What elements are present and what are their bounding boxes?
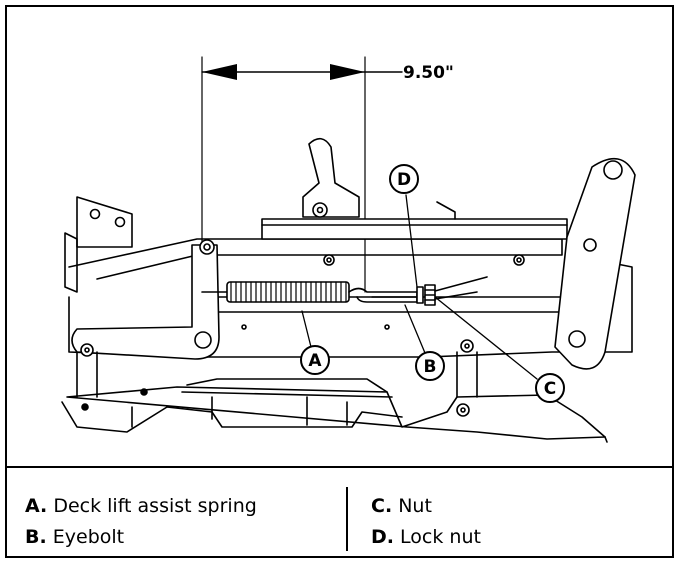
legend-key: D. xyxy=(371,526,394,548)
dimension-marker: 9.50" xyxy=(201,56,454,293)
lift-assist-spring xyxy=(201,276,488,306)
left-bracket xyxy=(64,196,133,293)
legend-item-a: A. Deck lift assist spring xyxy=(25,495,257,517)
callout-a-label: A xyxy=(308,351,322,371)
dimension-label: 9.50" xyxy=(403,63,454,83)
callout-b-label: B xyxy=(424,357,437,377)
mechanism-illustration: 9.50" xyxy=(7,7,672,466)
callout-b: B xyxy=(404,304,445,381)
legend-item-c: C. Nut xyxy=(371,495,432,517)
left-link-arm xyxy=(71,239,220,360)
legend-item-d: D. Lock nut xyxy=(371,526,481,548)
right-pivot-arm xyxy=(554,157,636,370)
callout-d: D xyxy=(389,164,419,288)
legend-text: Eyebolt xyxy=(52,526,125,548)
legend-item-b: B. Eyebolt xyxy=(25,526,124,548)
figure-frame: 9.50" xyxy=(5,5,674,558)
legend-key: B. xyxy=(25,526,47,548)
legend-text: Lock nut xyxy=(400,526,481,548)
callout-a: A xyxy=(300,310,330,375)
legend-divider xyxy=(7,466,672,468)
legend-column-divider xyxy=(346,487,348,551)
callout-c-label: C xyxy=(544,379,556,399)
legend-text: Nut xyxy=(398,495,432,517)
mower-deck xyxy=(61,339,608,443)
legend-text: Deck lift assist spring xyxy=(53,495,257,517)
lift-handle xyxy=(302,137,456,220)
callout-d-label: D xyxy=(397,170,411,190)
legend-key: A. xyxy=(25,495,48,517)
callout-c: C xyxy=(434,296,565,403)
legend-key: C. xyxy=(371,495,393,517)
